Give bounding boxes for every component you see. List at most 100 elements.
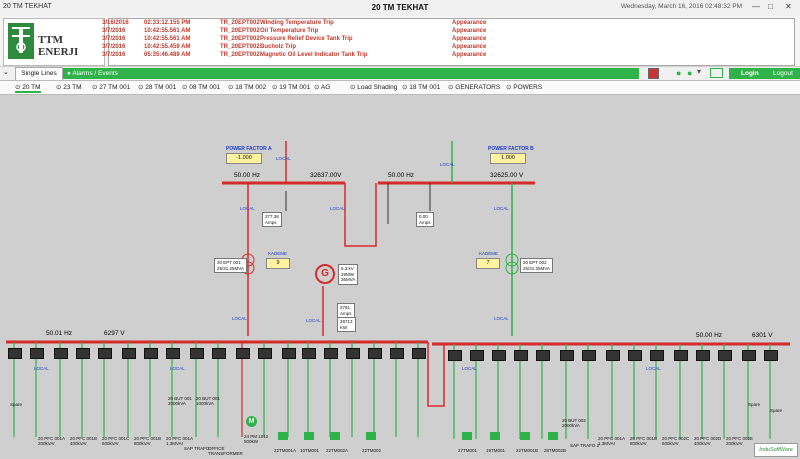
- capacitor-bank-label: 20 PFC 001B 800kVAr: [134, 436, 162, 446]
- relay-icon[interactable]: [368, 348, 382, 359]
- relay-icon[interactable]: [492, 350, 506, 361]
- local-mode-label: LOCAL: [34, 366, 49, 371]
- feeder-arrow-icon[interactable]: [520, 432, 530, 440]
- alarm-summary-panel[interactable]: [108, 18, 795, 66]
- relay-icon[interactable]: [742, 350, 756, 361]
- logout-button[interactable]: Logout: [773, 70, 793, 77]
- relay-icon[interactable]: [76, 348, 90, 359]
- close-icon[interactable]: ✕: [785, 2, 792, 11]
- local-mode-label: LOCAL: [646, 366, 661, 371]
- login-button[interactable]: Login: [741, 70, 759, 77]
- relay-icon[interactable]: [390, 348, 404, 359]
- generator-icon[interactable]: G: [315, 264, 335, 284]
- nav-item-18-tm-001[interactable]: ⊙ 18 TM 001: [402, 83, 440, 91]
- relay-icon[interactable]: [560, 350, 574, 361]
- feeder-arrow-icon[interactable]: [330, 432, 340, 440]
- feeder-arrow-icon[interactable]: [278, 432, 288, 440]
- nav-item-19-tm-001[interactable]: ⊙ 19 TM 001: [272, 83, 310, 91]
- relay-icon[interactable]: [258, 348, 272, 359]
- nav-item-ag[interactable]: ⊙ AG: [314, 83, 330, 91]
- motor-icon[interactable]: M: [246, 416, 257, 427]
- motor-label: 24 PM 1012 500kW: [244, 434, 269, 444]
- maximize-icon[interactable]: □: [768, 2, 773, 11]
- relay-icon[interactable]: [282, 348, 296, 359]
- nav-radio-icon: ⊙: [138, 84, 146, 91]
- nav-item-20-tm[interactable]: ⊙ 20 TM: [15, 83, 41, 93]
- nav-item-27-tm-001[interactable]: ⊙ 27 TM 001: [92, 83, 130, 91]
- spare-label-a: Spare: [10, 402, 23, 407]
- relay-icon[interactable]: [514, 350, 528, 361]
- relay-icon[interactable]: [606, 350, 620, 361]
- relay-icon[interactable]: [166, 348, 180, 359]
- alarm-tag: TR_20EPT002: [220, 52, 260, 58]
- nav-item-28-tm-001[interactable]: ⊙ 28 TM 001: [138, 83, 176, 91]
- relay-icon[interactable]: [8, 348, 22, 359]
- nav-item-load-shading[interactable]: ⊙ Load Shading: [350, 83, 397, 91]
- relay-icon[interactable]: [470, 350, 484, 361]
- nav-item-label: Load Shading: [357, 84, 398, 91]
- relay-icon[interactable]: [536, 350, 550, 361]
- nav-item-18-tm-002[interactable]: ⊙ 18 TM 002: [228, 83, 266, 91]
- relay-icon[interactable]: [190, 348, 204, 359]
- relay-icon[interactable]: [674, 350, 688, 361]
- nav-item-label: AG: [320, 84, 331, 91]
- feeder-arrow-icon[interactable]: [366, 432, 376, 440]
- tab-bar: ⌄ Single Lines ● Alarms / Events ● ● ▾ L…: [0, 67, 800, 81]
- relay-icon[interactable]: [628, 350, 642, 361]
- lv-bus-b-frequency: 50.00 Hz: [696, 332, 723, 339]
- datetime-display: Wednesday, March 16, 2016 02:48:32 PM: [620, 3, 742, 10]
- relay-icon[interactable]: [144, 348, 158, 359]
- nav-item-08-tm-001[interactable]: ⊙ 08 TM 001: [182, 83, 220, 91]
- status-led-icon: ●: [676, 68, 682, 78]
- office-transformer-label: OFFICE TRANSFORMER: [208, 446, 243, 456]
- feeder-arrow-icon[interactable]: [462, 432, 472, 440]
- relay-icon[interactable]: [582, 350, 596, 361]
- capacitor-bank-label: 20 PFC 001A 1.3MVAr: [166, 436, 194, 446]
- alarm-state: Appearance: [452, 44, 487, 50]
- kademe-b-value: 7: [476, 258, 500, 269]
- nav-item-generators[interactable]: ⊙ GENERATORS: [448, 83, 500, 91]
- relay-icon[interactable]: [718, 350, 732, 361]
- nav-radio-icon: ⊙: [92, 84, 100, 91]
- tab-single-lines[interactable]: Single Lines: [15, 67, 63, 80]
- monitor-icon[interactable]: [710, 68, 723, 78]
- transformer-a-info: 20 EPT 001 25/31.25MVA: [214, 258, 247, 273]
- relay-icon[interactable]: [346, 348, 360, 359]
- minimize-icon[interactable]: —: [752, 2, 760, 11]
- nav-item-powers[interactable]: ⊙ POWERS: [506, 83, 542, 91]
- relay-icon[interactable]: [30, 348, 44, 359]
- feeder-arrow-icon[interactable]: [304, 432, 314, 440]
- generator-current: 2781 Amps: [337, 303, 355, 318]
- window-small-title: 20 TM TEKHAT: [3, 3, 52, 10]
- capacitor-bank-label: 20 PFC 002C 600kVAr: [662, 436, 690, 446]
- tab-alarms-events[interactable]: ● Alarms / Events: [63, 68, 639, 79]
- relay-icon[interactable]: [212, 348, 226, 359]
- relay-icon[interactable]: [122, 348, 136, 359]
- feeder-arrow-icon[interactable]: [490, 432, 500, 440]
- nav-radio-icon: ⊙: [506, 84, 514, 91]
- relay-icon[interactable]: [764, 350, 778, 361]
- station-nav: ⊙ 20 TM⊙ 23 TM⊙ 27 TM 001⊙ 28 TM 001⊙ 08…: [0, 81, 800, 95]
- nav-item-23-tm[interactable]: ⊙ 23 TM: [56, 83, 82, 91]
- feeder-arrow-icon[interactable]: [548, 432, 558, 440]
- alarm-date: 3/7/2016: [102, 52, 126, 58]
- relay-icon[interactable]: [448, 350, 462, 361]
- relay-icon[interactable]: [650, 350, 664, 361]
- relay-icon[interactable]: [324, 348, 338, 359]
- relay-icon[interactable]: [54, 348, 68, 359]
- relay-icon[interactable]: [412, 348, 426, 359]
- generator-info: 6.3 kV 29MW 36MVA: [338, 264, 359, 285]
- nav-radio-icon: ⊙: [402, 84, 410, 91]
- feeder-label: 10TM001: [300, 448, 320, 453]
- relay-icon[interactable]: [236, 348, 250, 359]
- relay-icon[interactable]: [696, 350, 710, 361]
- alarm-indicator-icon[interactable]: [648, 68, 659, 79]
- nav-item-label: 28 TM 001: [145, 84, 177, 91]
- relay-icon[interactable]: [302, 348, 316, 359]
- relay-icon[interactable]: [98, 348, 112, 359]
- capacitor-bank-label: 20 PFC 001A 1.3MVAr: [598, 436, 626, 446]
- alarm-date: 3/7/2016: [102, 36, 126, 42]
- chevron-down-icon[interactable]: ⌄: [3, 69, 9, 76]
- alarm-msg: Magnetic Oil Level Indicator Tank Trip: [260, 52, 368, 58]
- dropdown-icon[interactable]: ▾: [697, 67, 702, 76]
